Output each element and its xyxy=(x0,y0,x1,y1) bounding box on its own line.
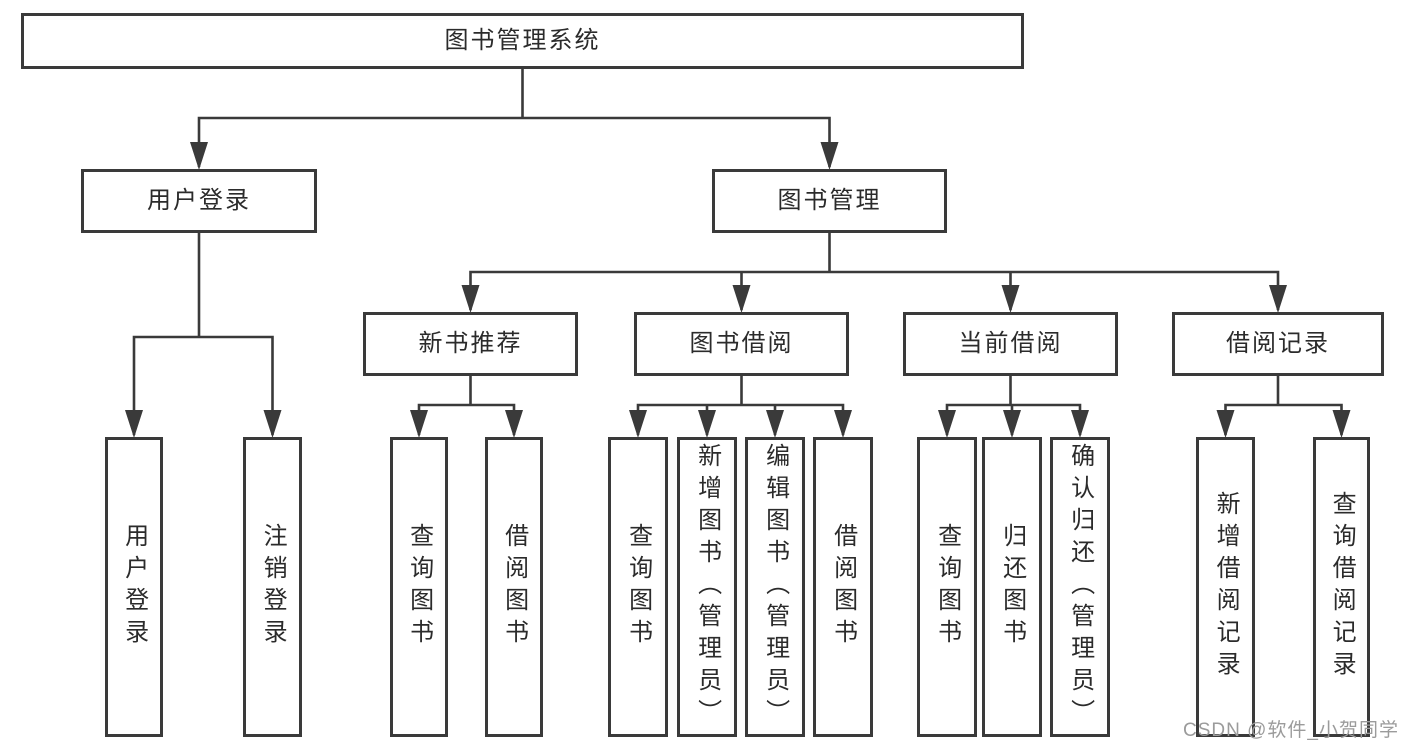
node-query-books-recommend: 查询图书 xyxy=(390,437,448,737)
node-book-borrow: 图书借阅 xyxy=(634,312,849,376)
node-logout-action: 注销登录 xyxy=(243,437,302,737)
node-edit-books-admin: 编辑图书（管理员） xyxy=(745,437,805,737)
node-confirm-return-admin: 确认归还（管理员） xyxy=(1050,437,1110,737)
node-query-books-borrow: 查询图书 xyxy=(608,437,668,737)
node-query-books-current: 查询图书 xyxy=(917,437,977,737)
edge-arrowheads xyxy=(125,142,1351,438)
node-current-borrow: 当前借阅 xyxy=(903,312,1118,376)
node-borrow-books-recommend: 借阅图书 xyxy=(485,437,543,737)
edge-lines xyxy=(132,69,1343,435)
node-query-borrow-record: 查询借阅记录 xyxy=(1313,437,1370,737)
node-new-book-recommend: 新书推荐 xyxy=(363,312,578,376)
watermark-text: CSDN @软件_小贺同学 xyxy=(1183,720,1399,741)
node-user-login: 用户登录 xyxy=(81,169,317,233)
node-book-management: 图书管理 xyxy=(712,169,947,233)
node-add-books-admin: 新增图书（管理员） xyxy=(677,437,737,737)
node-add-borrow-record: 新增借阅记录 xyxy=(1196,437,1255,737)
node-borrow-records: 借阅记录 xyxy=(1172,312,1384,376)
node-borrow-books-borrow: 借阅图书 xyxy=(813,437,873,737)
node-library-management-system: 图书管理系统 xyxy=(21,13,1024,69)
node-user-login-action: 用户登录 xyxy=(105,437,163,737)
node-return-books: 归还图书 xyxy=(982,437,1042,737)
